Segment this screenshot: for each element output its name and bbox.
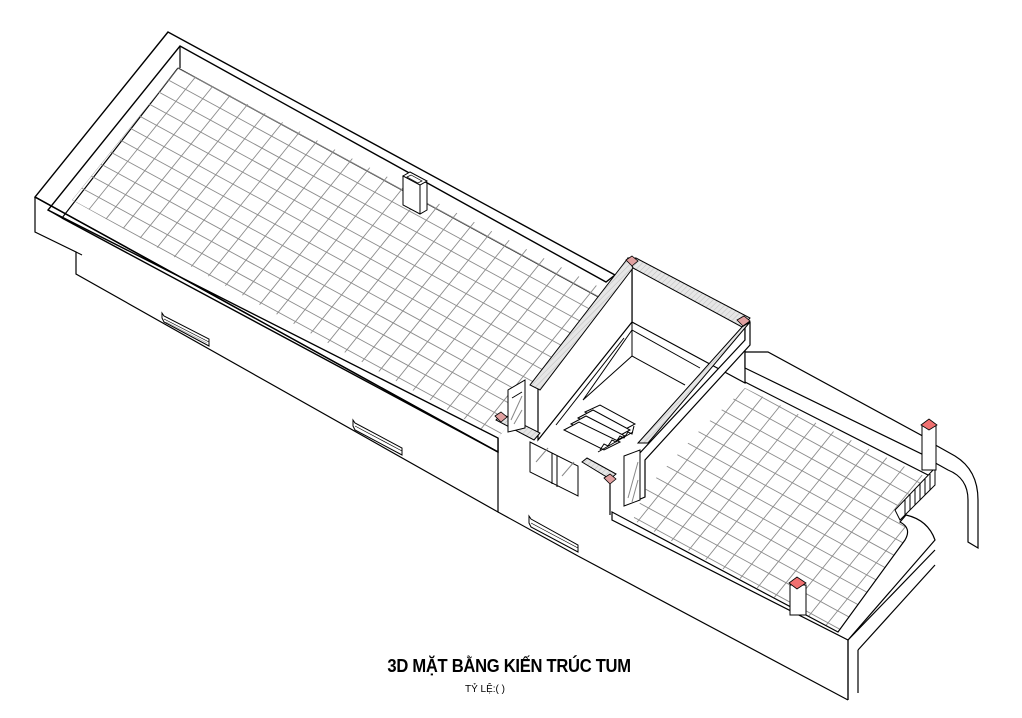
column-cap-5	[920, 418, 938, 431]
column-right	[920, 418, 938, 471]
column-cap-6	[788, 576, 807, 590]
stair-core	[494, 255, 751, 515]
stair-door-right	[623, 449, 641, 507]
stair-door-left	[507, 379, 526, 433]
vent-stack	[401, 171, 429, 215]
column-cap-4	[603, 473, 617, 485]
window-3	[528, 514, 579, 553]
right-parapet-front	[611, 511, 936, 641]
curved-end-wall	[929, 441, 979, 550]
column-front	[788, 576, 807, 616]
column-cap-1	[625, 255, 639, 267]
wall-cap-right	[636, 321, 751, 444]
scale-label: TỶ LỆ:( )	[464, 684, 505, 695]
window-1	[161, 311, 210, 347]
right-parapet-back	[744, 351, 931, 459]
railing	[894, 466, 936, 521]
window-2	[352, 418, 403, 456]
left-building-side-wall	[34, 197, 499, 514]
wall-cap-front-right	[581, 457, 617, 480]
column-cap-3	[494, 411, 508, 423]
column-cap-2	[736, 315, 751, 327]
stair-door-front	[529, 441, 579, 497]
drawing-title: 3D MẶT BẰNG KIẾN TRÚC TUM	[387, 656, 631, 676]
left-parapet-outer	[33, 31, 617, 454]
stair-steps	[562, 404, 637, 453]
